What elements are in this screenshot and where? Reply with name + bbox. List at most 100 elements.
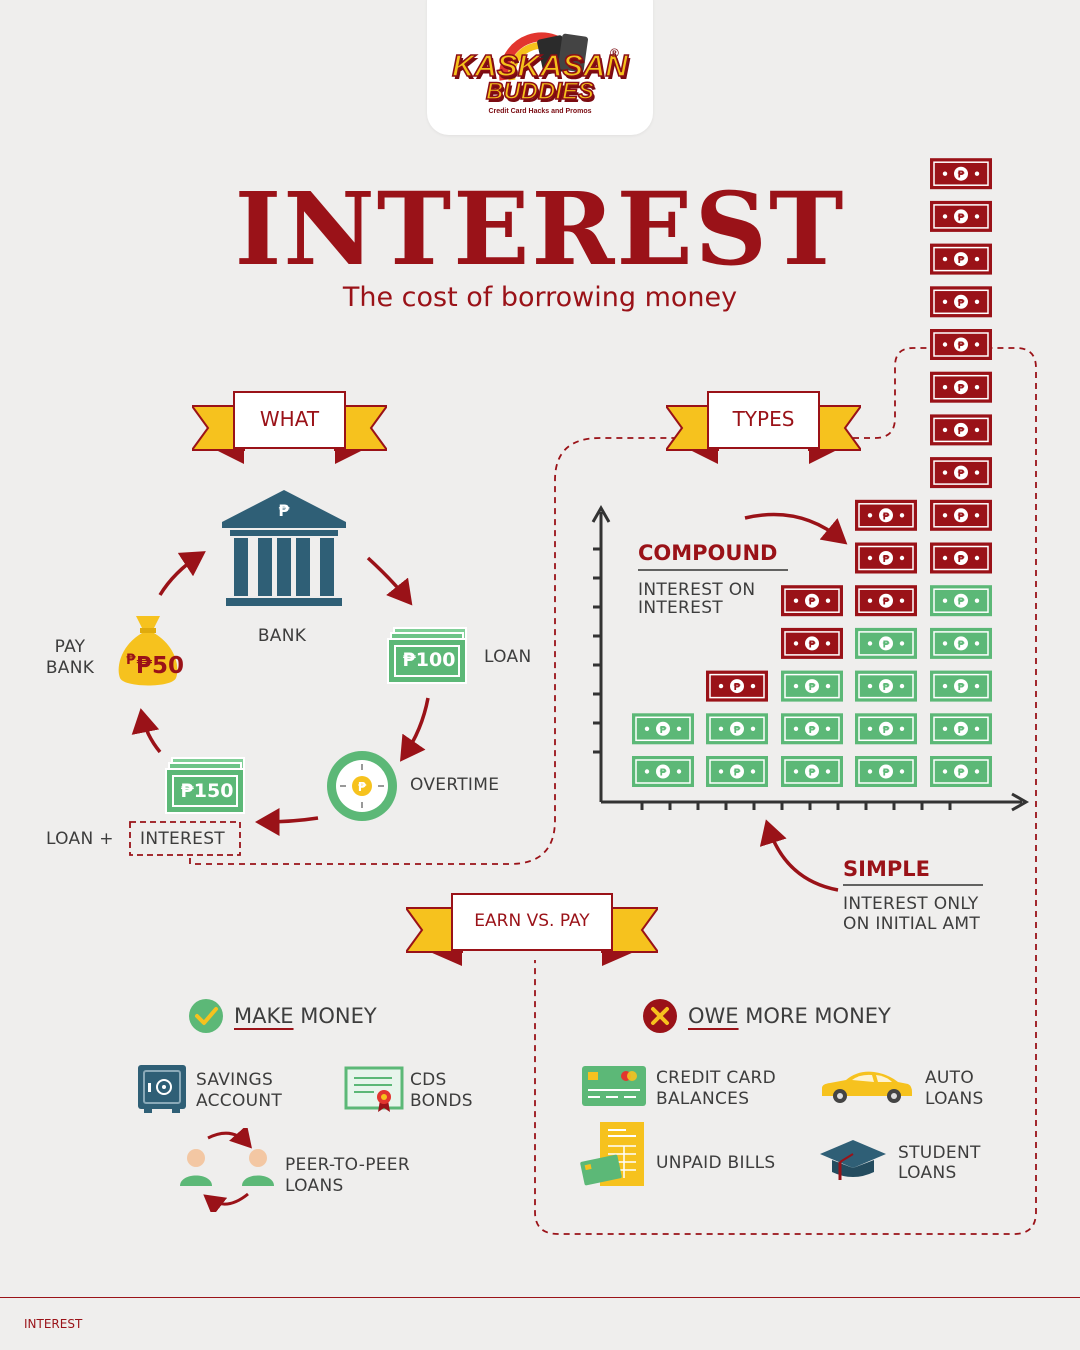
page-title: INTEREST (234, 170, 846, 288)
svg-text:₱: ₱ (958, 768, 965, 779)
svg-text:₱: ₱ (958, 682, 965, 693)
logo-cards-icon (499, 32, 588, 81)
red-bill: ₱ (930, 329, 992, 360)
svg-text:₱: ₱ (958, 212, 965, 223)
green-bill: ₱ (706, 756, 768, 787)
auto-label-line1: AUTO (925, 1068, 975, 1088)
car-icon (822, 1071, 912, 1103)
red-bill: ₱ (781, 585, 843, 617)
savings-label-line2: ACCOUNT (196, 1091, 283, 1111)
bank-label: BANK (257, 626, 307, 646)
svg-text:₱: ₱ (883, 725, 890, 736)
red-bill: ₱ (781, 627, 843, 659)
simple-desc-line2: ON INITIAL AMT (843, 914, 981, 934)
svg-text:₱: ₱ (883, 639, 890, 650)
green-bill: ₱ (781, 670, 843, 702)
credit-card-icon (582, 1066, 646, 1106)
green-bill: ₱ (855, 756, 917, 787)
what-ribbon-label: WHAT (259, 407, 320, 431)
interest-label: INTEREST (140, 829, 225, 849)
red-bill: ₱ (930, 286, 992, 318)
credit-card-label-line2: BALANCES (656, 1089, 750, 1109)
svg-text:₱: ₱ (958, 597, 965, 608)
certificate-icon (344, 1066, 404, 1112)
make-money-underlined: MAKE (234, 1004, 294, 1028)
red-bill: ₱ (706, 670, 768, 702)
page-subtitle: The cost of borrowing money (342, 282, 738, 313)
svg-text:₱: ₱ (958, 554, 965, 565)
svg-text:₱: ₱ (883, 511, 890, 522)
loan-amount: ₱100 (402, 649, 456, 671)
cds-label-line1: CDS (410, 1070, 447, 1090)
pay-bank-label-line1: PAY (54, 637, 86, 657)
svg-text:₱: ₱ (809, 597, 816, 608)
green-bill: ₱ (855, 713, 917, 745)
svg-text:₱: ₱ (734, 682, 741, 693)
footer-label: INTEREST (24, 1317, 83, 1331)
svg-text:₱: ₱ (958, 170, 965, 181)
svg-text:₱: ₱ (660, 725, 667, 736)
repay-amount: ₱150 (180, 780, 234, 802)
svg-text:₱: ₱ (958, 469, 965, 480)
svg-text:₱: ₱ (278, 501, 290, 520)
svg-text:₱: ₱ (958, 426, 965, 437)
cds-label-line2: BONDS (410, 1091, 473, 1111)
red-bill: ₱ (930, 542, 992, 574)
svg-text:₱: ₱ (809, 725, 816, 736)
svg-text:₱: ₱ (958, 383, 965, 394)
chart-y-axis-arrow (591, 504, 611, 523)
interest-dashed-box (129, 821, 241, 856)
logo-line2: BUDDIES (485, 77, 595, 106)
check-icon (189, 999, 223, 1033)
logo-card: KASKASAN BUDDIES Credit Card Hacks and P… (427, 0, 653, 135)
green-bill: ₱ (930, 585, 992, 617)
red-bill: ₱ (930, 158, 992, 190)
pay-bank-label-line2: BANK (45, 658, 95, 678)
svg-text:₱: ₱ (958, 298, 965, 309)
svg-text:₱: ₱ (809, 768, 816, 779)
student-label-line2: LOANS (898, 1163, 957, 1183)
green-bill: ₱ (706, 713, 768, 745)
logo-registered: ® (610, 46, 619, 60)
earn-pay-ribbon-banner (406, 893, 658, 966)
bank-icon: ₱ (222, 490, 346, 606)
repay-cash-icon (165, 757, 245, 814)
safe-icon (138, 1065, 186, 1113)
footer-divider (0, 1297, 1080, 1298)
logo-line1: KASKASAN (451, 47, 628, 84)
bills-label: UNPAID BILLS (656, 1153, 776, 1173)
arrow-overtime-to-repay (255, 807, 319, 836)
green-bill: ₱ (855, 670, 917, 702)
svg-text:₱: ₱ (809, 639, 816, 650)
svg-text:₱: ₱ (958, 639, 965, 650)
arrow-repay-to-bag (131, 708, 162, 754)
money-bag-icon (118, 616, 178, 686)
arrow-bag-to-bank (158, 551, 206, 596)
green-bill: ₱ (855, 627, 917, 659)
loan-cash-icon (387, 627, 467, 684)
logo-tagline: Credit Card Hacks and Promos (488, 108, 592, 115)
earn-pay-ribbon-label: EARN VS. PAY (474, 911, 590, 931)
red-bill: ₱ (930, 414, 992, 446)
owe-money-heading: OWE MORE MONEY (688, 1004, 891, 1028)
what-ribbon-banner (192, 391, 387, 464)
credit-card-label-line1: CREDIT CARD (656, 1068, 777, 1088)
svg-text:₱: ₱ (958, 511, 965, 522)
savings-label-line1: SAVINGS (196, 1070, 274, 1090)
overtime-label: OVERTIME (410, 775, 500, 795)
green-bill: ₱ (930, 670, 992, 702)
loan-plus-label: LOAN + (46, 829, 114, 849)
student-label-line1: STUDENT (898, 1143, 981, 1163)
cycle-arrows (131, 551, 430, 836)
graduation-cap-icon (820, 1140, 886, 1180)
green-bill: ₱ (781, 713, 843, 745)
green-bill: ₱ (632, 756, 694, 787)
green-bill: ₱ (632, 713, 694, 745)
owe-underlined: OWE (688, 1004, 739, 1028)
svg-text:₱: ₱ (883, 597, 890, 608)
red-bill: ₱ (930, 243, 992, 275)
compound-heading: COMPOUND (638, 541, 778, 565)
p2p-label-line2: LOANS (285, 1176, 344, 1196)
red-bill: ₱ (855, 585, 917, 617)
